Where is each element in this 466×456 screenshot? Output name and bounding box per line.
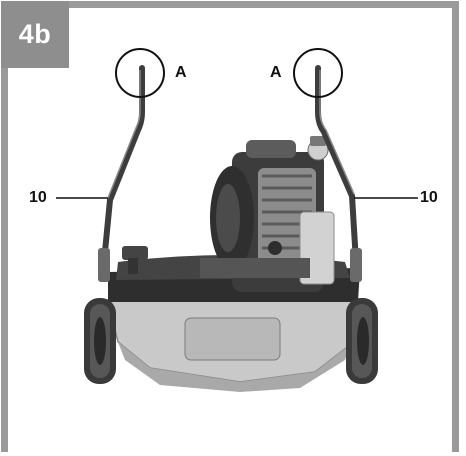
body-shading <box>118 342 350 392</box>
figure-number-badge: 4b <box>1 1 69 68</box>
callout-10-left: 10 <box>29 189 47 206</box>
callout-10-right: 10 <box>420 189 438 206</box>
callout-circle-left <box>115 48 165 98</box>
right-handle-clamp <box>350 248 362 282</box>
callout-a-right: A <box>270 64 282 81</box>
left-handle-bar <box>101 65 145 265</box>
right-handle-bar <box>315 65 359 265</box>
left-handle-clamp <box>98 248 110 282</box>
left-wheel <box>84 298 116 384</box>
callout-circle-right <box>293 48 343 98</box>
engine <box>210 136 335 292</box>
height-adjust-knob <box>122 246 148 260</box>
body-center-panel <box>184 317 281 361</box>
right-handle-bar-hl <box>319 70 355 195</box>
figure-number: 4b <box>18 19 52 49</box>
left-handle-bar-hl <box>107 70 141 199</box>
right-wheel <box>346 298 378 384</box>
engine-mount <box>200 258 310 278</box>
callout-a-left: A <box>175 64 187 81</box>
